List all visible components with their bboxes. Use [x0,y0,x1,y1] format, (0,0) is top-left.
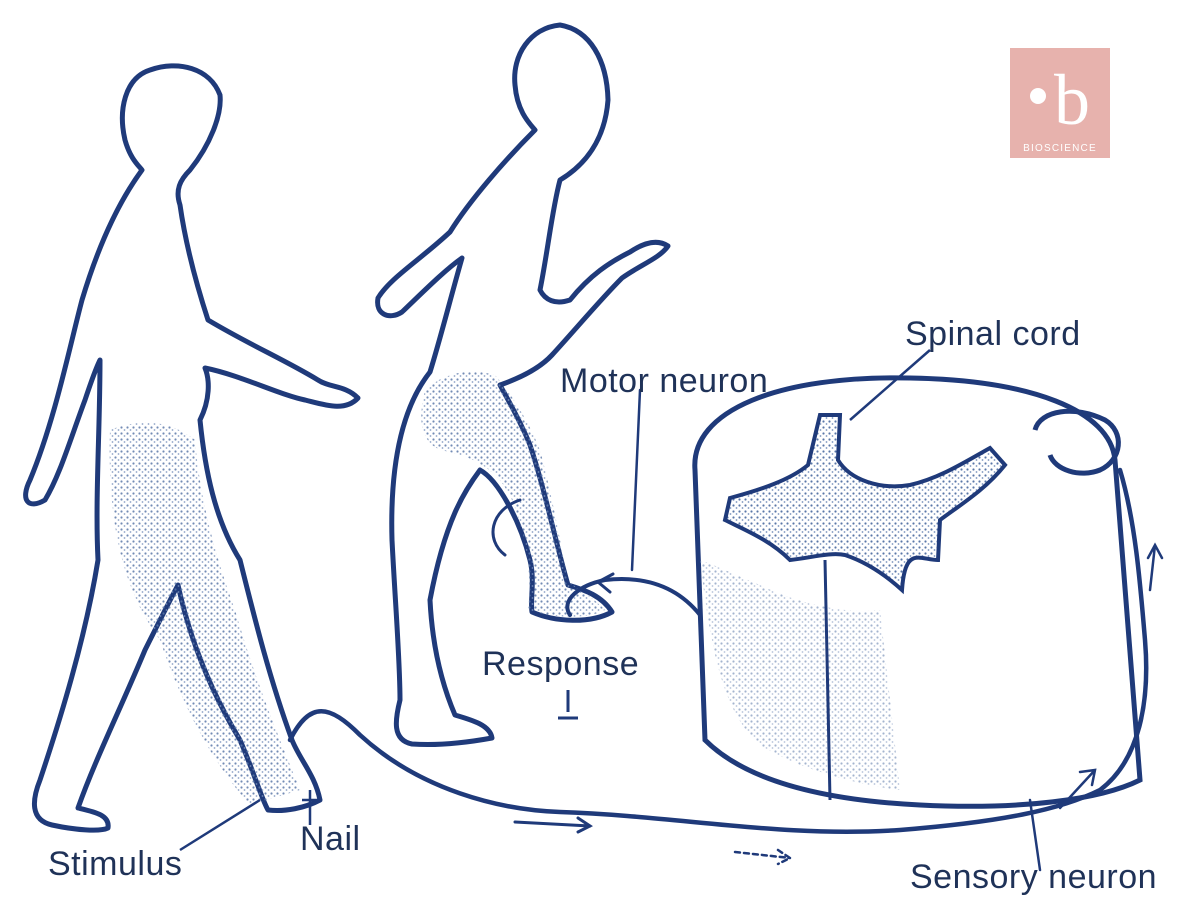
motor-neuron-path [491,388,702,617]
sensory-pointer [1028,798,1042,872]
sensory-arrow-1 [733,848,793,866]
sensory-arrow-4 [513,816,593,834]
spinal-cord-pointer [849,349,931,421]
label-response: Response [482,645,640,683]
spinal-cord-section [692,349,1143,809]
logo-wordmark: BIOSCIENCE [1023,143,1097,154]
right-person-outline [375,22,671,748]
bioscience-logo: b BIOSCIENCE [1010,48,1110,158]
right-leg-shading [421,371,605,617]
logo-b-mark: b [1030,60,1090,138]
left-leg-shading [109,422,300,805]
logo-letter: b [1054,60,1090,138]
sensory-neuron-path [287,467,1164,872]
label-spinal-cord: Spinal cord [905,315,1081,353]
nail-and-pointers [179,690,578,852]
central-canal-cut [823,559,832,801]
label-stimulus: Stimulus [48,845,183,883]
nail-shape [302,790,318,825]
grey-matter-butterfly [722,413,1008,595]
dorsal-root-loop [1032,408,1121,476]
label-motor-neuron: Motor neuron [560,362,769,400]
motor-arrow-head [595,572,615,594]
sensory-arrow-3 [1146,542,1164,592]
cylinder-side-stipple [700,560,900,790]
person-withdrawing-foot [375,22,671,748]
sensory-arrow-2 [1058,768,1097,810]
stimulus-pointer [179,798,261,852]
response-marker [558,690,578,720]
label-sensory-neuron: Sensory neuron [910,858,1158,896]
label-nail: Nail [300,820,361,858]
